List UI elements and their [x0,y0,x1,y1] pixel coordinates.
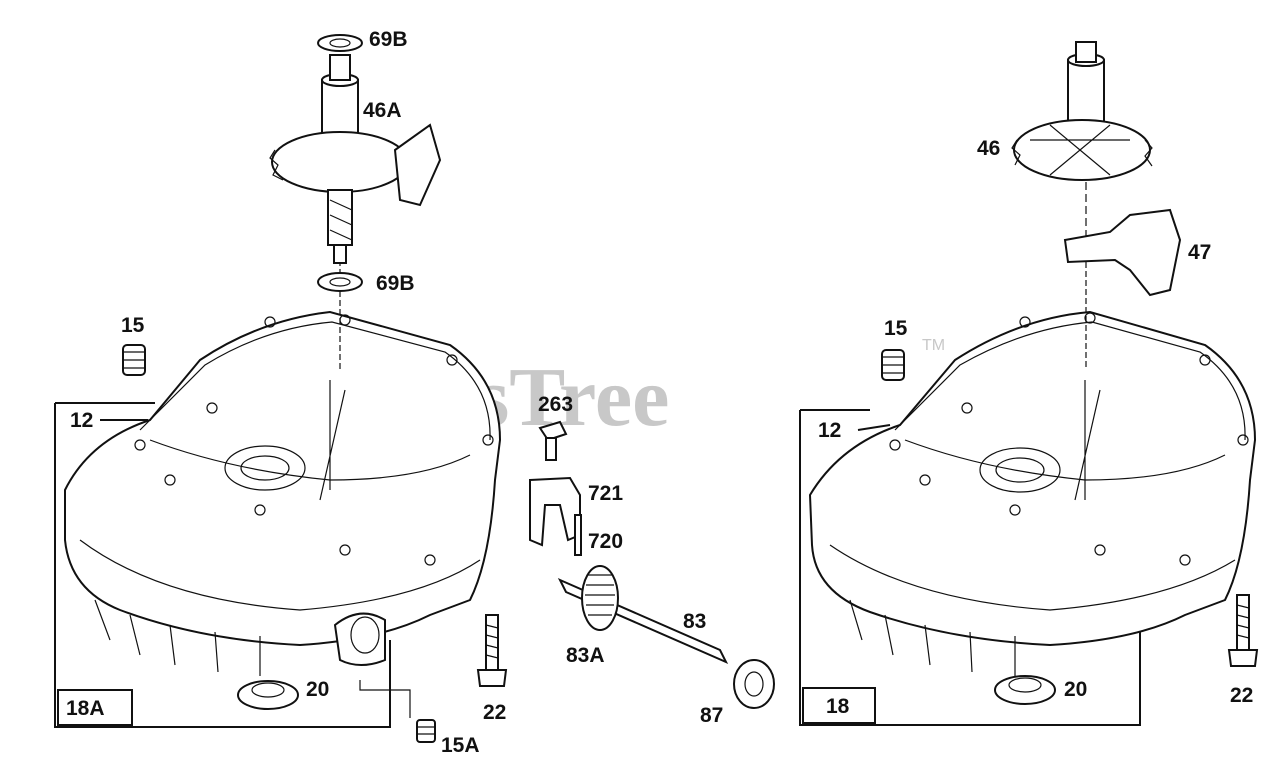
sump-housing-left [64,310,502,676]
callout-22-right: 22 [1230,684,1253,707]
assembly-box-18a-tag [57,689,133,726]
callout-12-left: 12 [70,409,93,432]
callout-720: 720 [588,530,623,553]
watermark-trademark: TM [922,337,945,354]
callout-83a: 83A [566,644,605,667]
callout-87: 87 [700,704,723,727]
oil-seal-20-left [237,680,299,710]
callout-263: 263 [538,393,573,416]
plug-15-left [122,344,146,376]
assembly-label-18: 18 [826,695,850,718]
callout-46a: 46A [363,99,402,122]
plug-15a [359,680,436,743]
callout-15a: 15A [441,734,480,757]
plug-15-right [881,349,905,381]
bracket-721 [529,476,581,547]
bolt-22-right [1227,594,1259,667]
oil-seal-20-right [994,675,1056,705]
washer-69b-top [317,34,363,52]
sump-housing-right [808,310,1257,676]
callout-12-right: 12 [818,419,841,442]
camshaft-gear-46 [1011,41,1153,181]
callout-83: 83 [683,610,706,633]
screw-263 [538,420,568,461]
governor-47 [1063,208,1182,297]
washer-69b-bottom [317,272,363,292]
callout-20-left: 20 [306,678,329,701]
callout-47: 47 [1188,241,1211,264]
assembly-label-18a: 18A [66,697,105,720]
bolt-22-left [476,614,508,687]
pin-720 [574,514,582,556]
seal-87 [733,659,775,709]
camshaft-gear-46a [269,54,442,264]
assembly-box-18-tag [802,687,876,724]
callout-15-right: 15 [884,317,908,340]
callout-22-left: 22 [483,701,506,724]
assembly-box-18-outline [799,409,1141,726]
governor-shaft-83 [557,565,729,665]
callout-15-left: 15 [121,314,145,337]
leader-lines [100,419,891,431]
callout-721: 721 [588,482,623,505]
assembly-box-18a-outline [54,402,391,728]
callout-69b-top: 69B [369,28,408,51]
callout-46: 46 [977,137,1000,160]
callout-69b-bottom: 69B [376,272,415,295]
callout-20-right: 20 [1064,678,1087,701]
